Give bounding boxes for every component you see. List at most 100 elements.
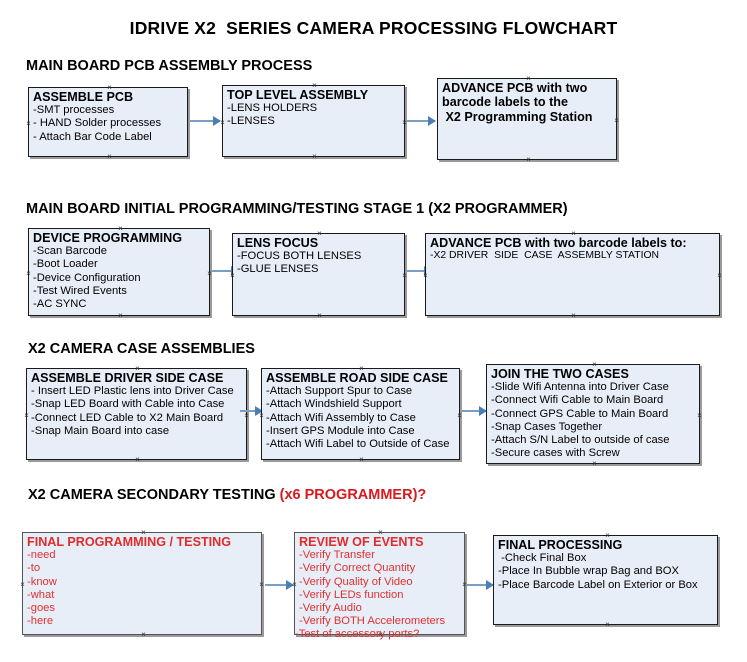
resize-handle-top[interactable] [570, 230, 577, 237]
box-line: -Insert GPS Module into Case [266, 424, 415, 437]
box-top-level-assembly[interactable]: TOP LEVEL ASSEMBLY -LENS HOLDERS -LENSES [222, 85, 405, 157]
resize-handle-bottom[interactable] [311, 153, 318, 160]
box-line: -to [27, 562, 41, 575]
arrow-head-icon [428, 116, 436, 126]
box-title: LENS FOCUS [237, 236, 319, 250]
box-line-overflow: -Test of accessory ports? [295, 627, 420, 640]
box-line: -Device Configuration [33, 271, 141, 284]
resize-handle-left[interactable] [258, 412, 265, 419]
box-line: -here [27, 614, 54, 627]
connector-arrow-3b [462, 406, 487, 416]
box-line: -Scan Barcode [33, 245, 108, 258]
box-line: -GLUE LENSES [237, 263, 319, 276]
box-line: -Connect LED Cable to X2 Main Board [31, 411, 224, 424]
box-title-line2: barcode labels to the [442, 95, 568, 110]
resize-handle-top[interactable] [117, 225, 124, 232]
resize-handle-top[interactable] [591, 361, 598, 368]
box-line: -Attach S/N Label to outside of case [491, 433, 670, 446]
box-title: ADVANCE PCB with two barcode labels to: [430, 236, 687, 250]
box-line: -Snap Main Board into case [31, 424, 170, 437]
resize-handle-bottom[interactable] [358, 456, 365, 463]
box-line: -SMT processes [33, 104, 115, 117]
resize-handle-top[interactable] [377, 529, 384, 536]
box-line: -Boot Loader [33, 258, 98, 271]
resize-handle-bottom[interactable] [604, 621, 611, 628]
box-line: -Verify Quality of Video [299, 575, 413, 588]
box-line: -Verify LEDs function [299, 588, 404, 601]
box-final-programming-testing[interactable]: FINAL PROGRAMMING / TESTING -need -to -k… [22, 532, 262, 635]
resize-handle-top[interactable] [311, 82, 318, 89]
resize-handle-left[interactable] [23, 412, 30, 419]
resize-handle-left[interactable] [19, 581, 26, 588]
box-device-programming[interactable]: DEVICE PROGRAMMING -Scan Barcode -Boot L… [28, 228, 210, 316]
box-line: -Attach Wifi Label to Outside of Case [266, 437, 450, 450]
box-line: -Attach Windshield Support [266, 398, 402, 411]
box-line: -Secure cases with Screw [491, 446, 620, 459]
resize-handle-bottom[interactable] [377, 631, 384, 638]
box-join-the-two-cases[interactable]: JOIN THE TWO CASES -Slide Wifi Antenna i… [486, 364, 700, 464]
box-advance-pcb-driver-side[interactable]: ADVANCE PCB with two barcode labels to: … [425, 233, 720, 316]
resize-handle-left[interactable] [25, 270, 32, 277]
box-line: -Check Final Box [498, 552, 587, 565]
resize-handle-bottom[interactable] [570, 312, 577, 319]
box-title: FINAL PROGRAMMING / TESTING [27, 535, 232, 549]
box-line: -Verify BOTH Accelerometers [299, 614, 446, 627]
box-line: -Verify Transfer [299, 549, 375, 562]
box-title: FINAL PROCESSING [498, 538, 623, 552]
resize-handle-right[interactable] [401, 272, 408, 279]
box-assemble-road-side-case[interactable]: ASSEMBLE ROAD SIDE CASE -Attach Support … [261, 368, 460, 460]
box-lens-focus[interactable]: LENS FOCUS -FOCUS BOTH LENSES -GLUE LENS… [232, 233, 405, 316]
section-heading-2: MAIN BOARD INITIAL PROGRAMMING/TESTING S… [26, 201, 568, 217]
resize-handle-bottom[interactable] [316, 312, 323, 319]
resize-handle-left[interactable] [25, 120, 32, 127]
resize-handle-bottom[interactable] [591, 460, 598, 467]
box-assemble-driver-side-case[interactable]: ASSEMBLE DRIVER SIDE CASE - Insert LED P… [26, 368, 247, 460]
resize-handle-right[interactable] [716, 272, 723, 279]
page-title: IDRIVE X2 SERIES CAMERA PROCESSING FLOWC… [129, 18, 618, 38]
resize-handle-right[interactable] [258, 581, 265, 588]
resize-handle-top[interactable] [525, 75, 532, 82]
box-advance-pcb-programming-station[interactable]: ADVANCE PCB with two barcode labels to t… [437, 78, 617, 160]
box-title: ASSEMBLE ROAD SIDE CASE [266, 371, 448, 385]
resize-handle-left[interactable] [229, 272, 236, 279]
box-line: -Test Wired Events [33, 284, 127, 297]
section-heading-1: MAIN BOARD PCB ASSEMBLY PROCESS [26, 58, 313, 74]
resize-handle-bottom[interactable] [525, 156, 532, 163]
box-review-of-events[interactable]: REVIEW OF EVENTS -Verify Transfer -Verif… [291, 529, 465, 640]
box-line: -Snap Cases Together [491, 420, 603, 433]
section-heading-4-accent: (x6 PROGRAMMER)? [279, 487, 427, 503]
box-line: -Verify Audio [299, 601, 362, 614]
section-heading-3: X2 CAMERA CASE ASSEMBLIES [28, 341, 255, 357]
resize-handle-right[interactable] [613, 117, 620, 124]
resize-handle-right[interactable] [243, 412, 250, 419]
resize-handle-bottom[interactable] [140, 631, 147, 638]
resize-handle-left[interactable] [422, 272, 429, 279]
resize-handle-top[interactable] [140, 529, 147, 536]
resize-handle-left[interactable] [291, 581, 298, 588]
resize-handle-bottom[interactable] [134, 456, 141, 463]
box-title: ADVANCE PCB with two [442, 81, 588, 95]
arrow-head-icon [286, 580, 294, 590]
box-line: -Attach Support Spur to Case [266, 385, 413, 398]
resize-handle-top[interactable] [358, 365, 365, 372]
box-line: -AC SYNC [33, 297, 87, 310]
resize-handle-right[interactable] [696, 412, 703, 419]
box-final-processing[interactable]: FINAL PROCESSING -Check Final Box -Place… [493, 535, 718, 625]
resize-handle-top[interactable] [134, 365, 141, 372]
resize-handle-left[interactable] [219, 119, 226, 126]
resize-handle-top[interactable] [316, 230, 323, 237]
section-heading-4-text: X2 CAMERA SECONDARY TESTING [28, 487, 280, 503]
box-title: JOIN THE TWO CASES [491, 367, 629, 381]
connector-arrow-1b [407, 116, 436, 126]
box-line: -Place Barcode Label on Exterior or Box [498, 578, 698, 591]
box-title: ASSEMBLE DRIVER SIDE CASE [31, 371, 224, 385]
resize-handle-top[interactable] [106, 84, 113, 91]
box-title: REVIEW OF EVENTS [299, 535, 424, 549]
box-line: - Attach Bar Code Label [33, 130, 152, 143]
resize-handle-right[interactable] [456, 412, 463, 419]
box-line: -know [27, 575, 57, 588]
resize-handle-bottom[interactable] [117, 312, 124, 319]
box-assemble-pcb[interactable]: ASSEMBLE PCB -SMT processes - HAND Solde… [28, 87, 188, 157]
resize-handle-bottom[interactable] [106, 153, 113, 160]
resize-handle-top[interactable] [604, 532, 611, 539]
